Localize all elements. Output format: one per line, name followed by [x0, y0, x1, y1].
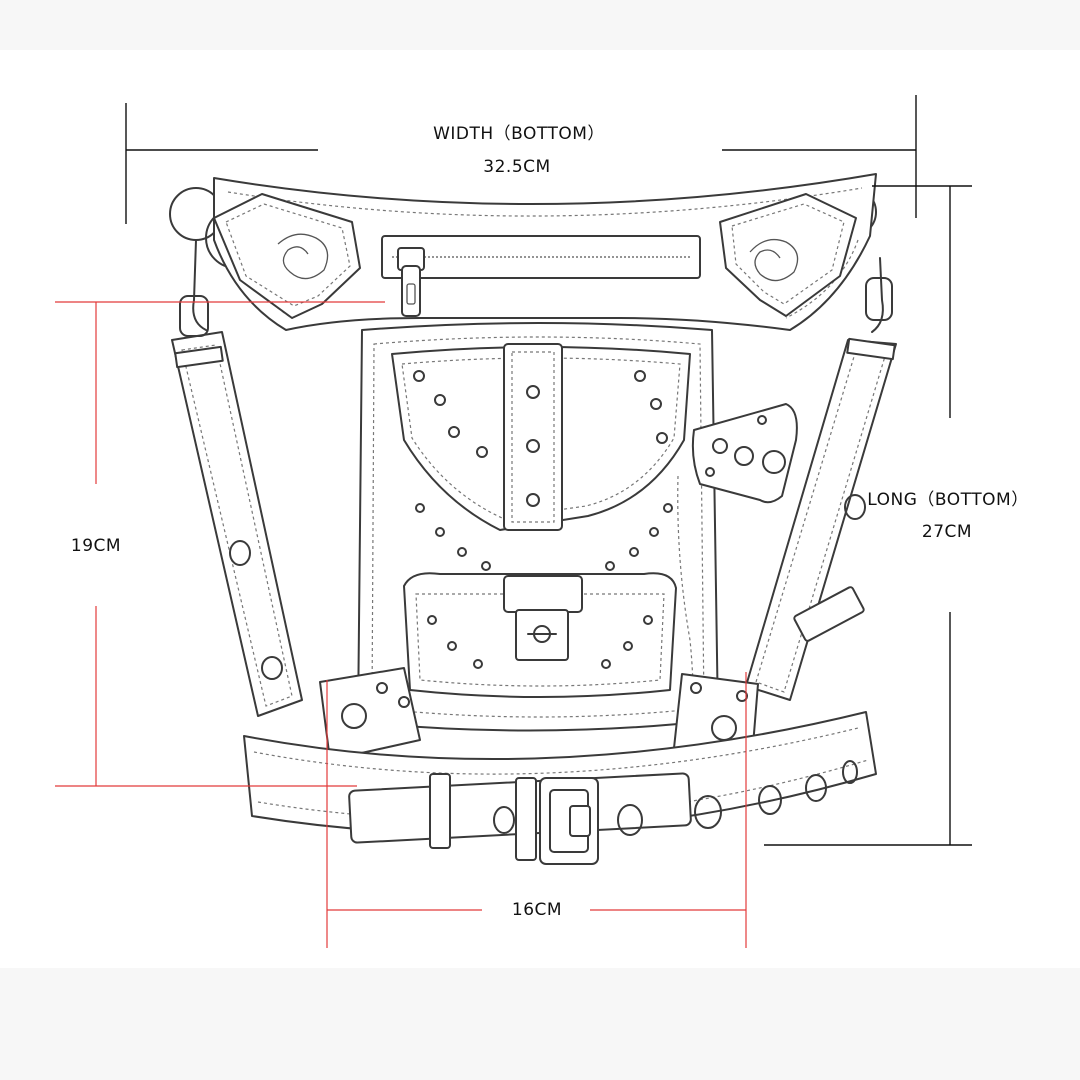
- long-dimension: [764, 185, 972, 846]
- bottom-band: [0, 968, 1080, 1080]
- zipper-icon: [381, 235, 701, 317]
- grommet-icon: [712, 438, 728, 454]
- emblem-icon: [213, 193, 361, 319]
- grommet-icon: [229, 540, 251, 566]
- grommet-icon: [734, 446, 754, 466]
- grommet-icon: [341, 703, 367, 729]
- grommet-icon: [762, 450, 786, 474]
- height-value-label: 19CM: [71, 536, 121, 556]
- long-title-label: LONG（BOTTOM）: [867, 490, 1028, 510]
- width-title-label: WIDTH（BOTTOM）: [433, 124, 605, 144]
- depth-value-label: 16CM: [512, 900, 562, 920]
- right-strap: [745, 337, 897, 701]
- bag-sketch-icon: [169, 173, 897, 865]
- long-value-label: 27CM: [922, 522, 972, 542]
- grommet-icon: [844, 494, 866, 520]
- depth-dimension: [326, 672, 747, 948]
- side-cuff: [691, 403, 798, 504]
- height-dimension: [55, 301, 385, 787]
- emblem-icon: [719, 193, 857, 317]
- left-strap: [171, 331, 303, 717]
- clip-pad-left: [319, 667, 421, 761]
- width-value-label: 32.5CM: [483, 157, 550, 177]
- grommet-icon: [261, 656, 283, 680]
- top-band: [0, 0, 1080, 50]
- width-dimension: [125, 95, 917, 224]
- buckle-icon: [539, 777, 599, 865]
- clasp-icon: [503, 575, 583, 661]
- belt-grommets: [493, 760, 858, 836]
- rivet-icon: [413, 370, 673, 669]
